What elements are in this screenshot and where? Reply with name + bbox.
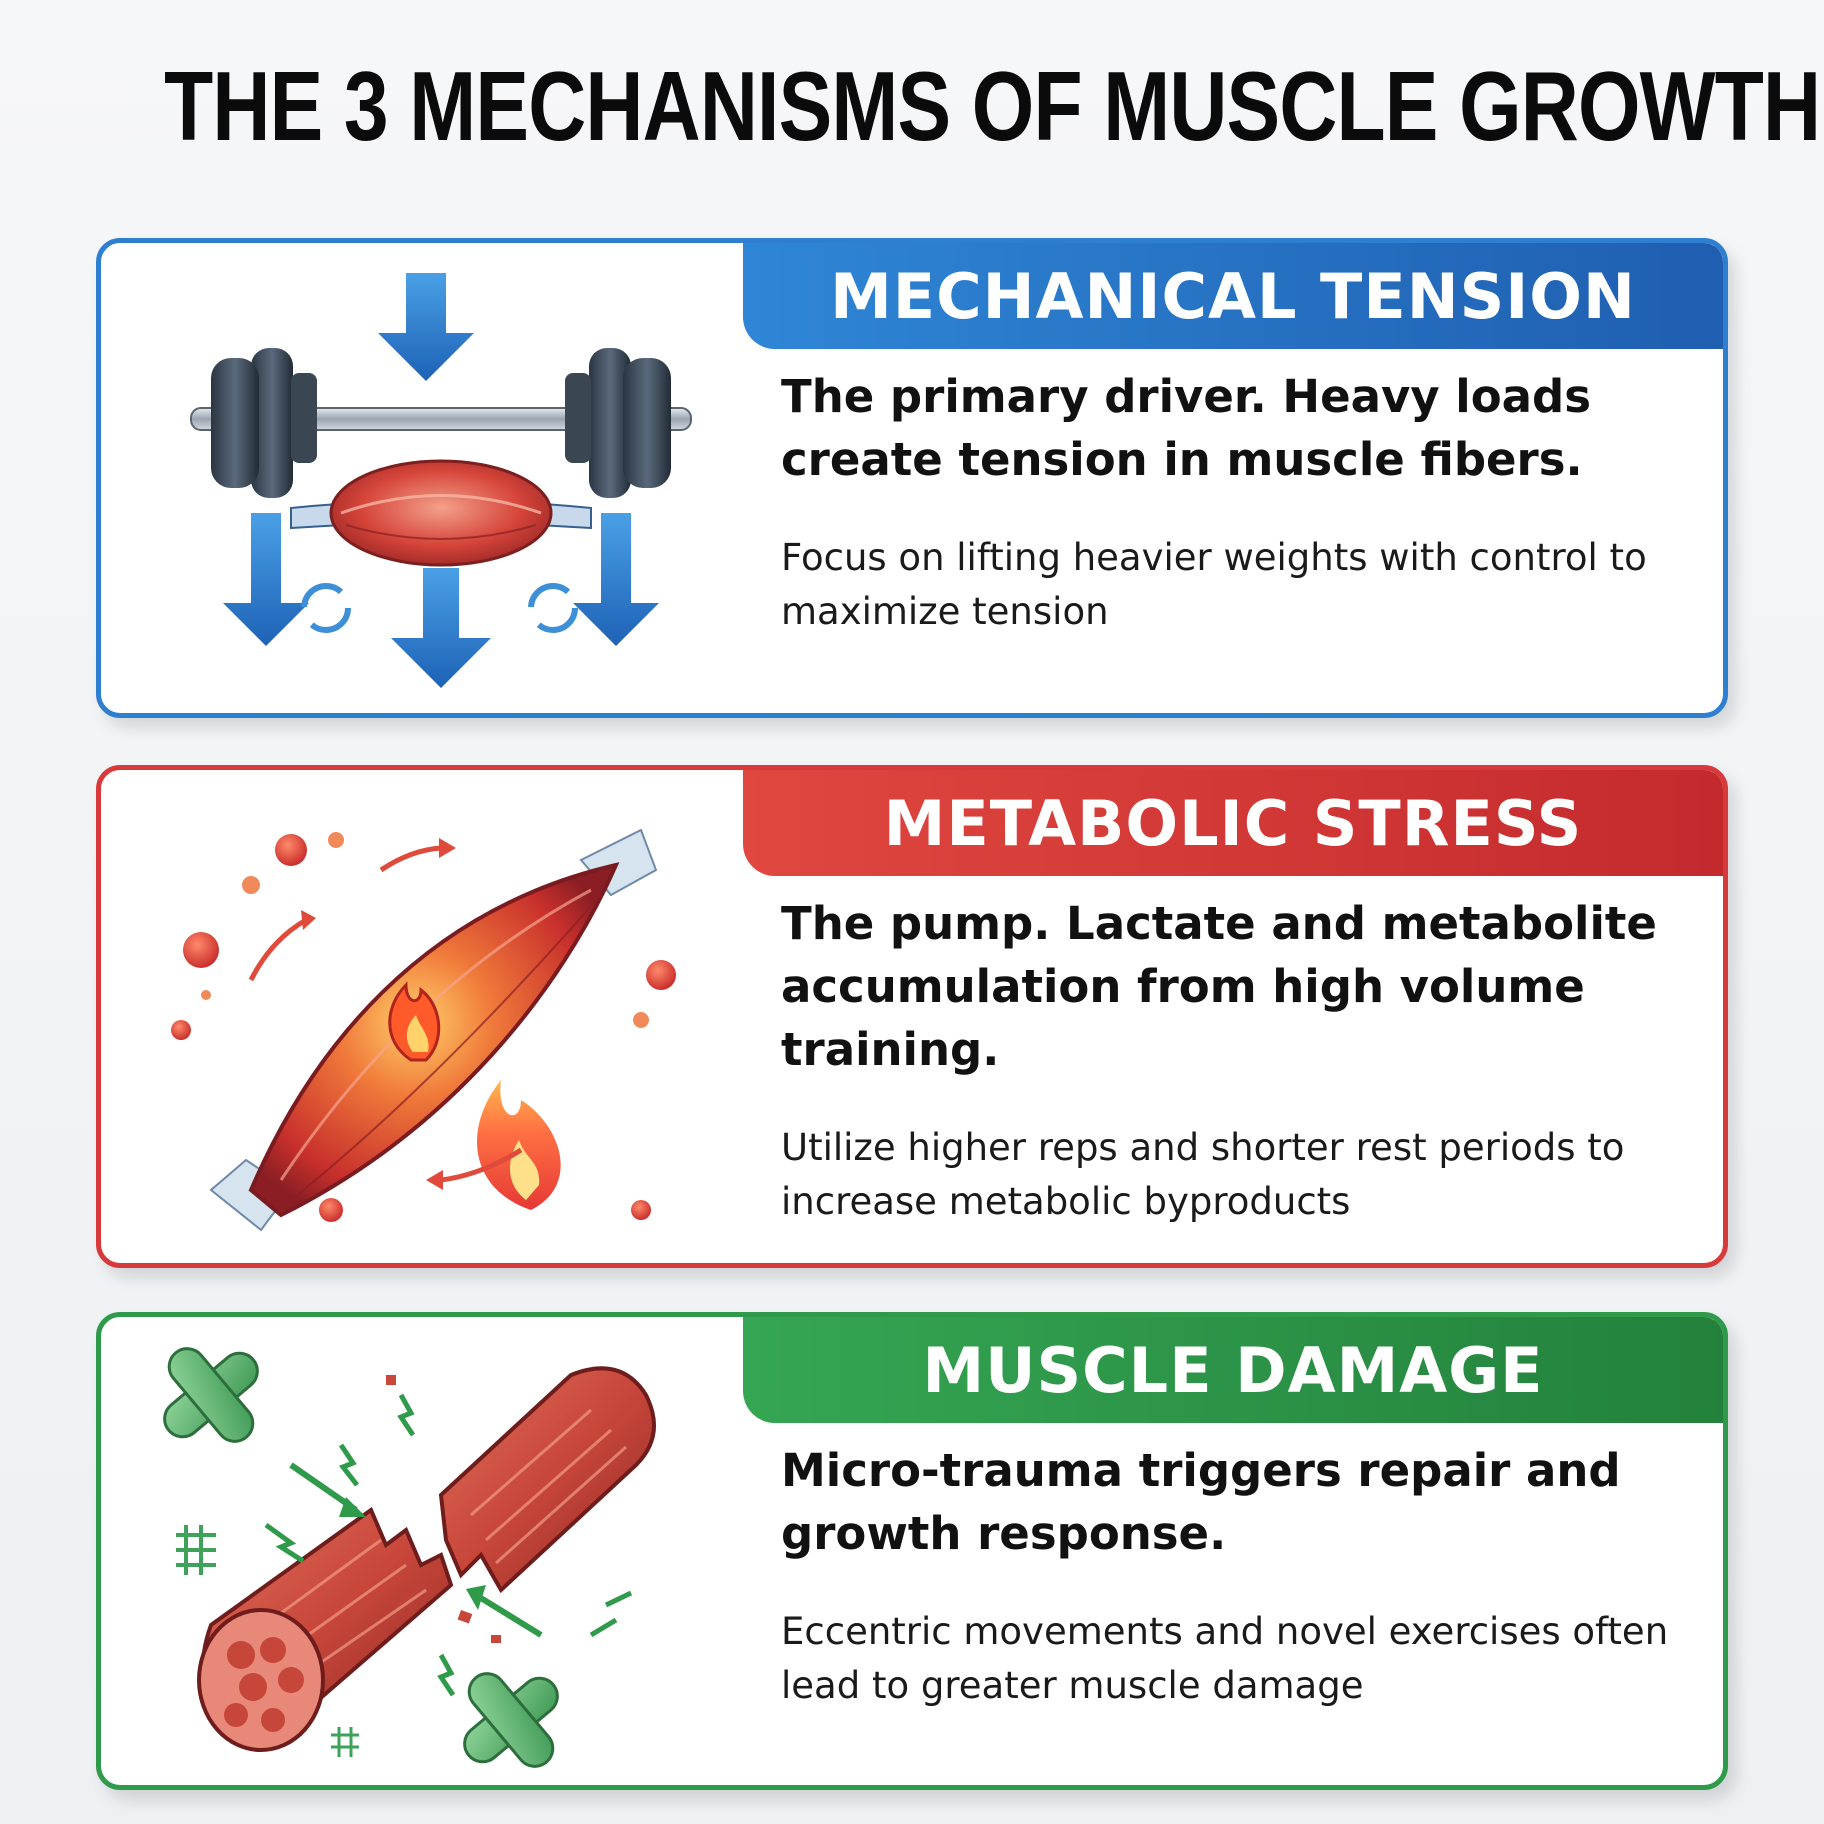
card-heading: MUSCLE DAMAGE (922, 1333, 1544, 1407)
card-body: Micro-trauma triggers repair and growth … (781, 1439, 1701, 1713)
card-sub-text: Focus on lifting heavier weights with co… (781, 536, 1647, 633)
page-title: THE 3 MECHANISMS OF MUSCLE GROWTH (164, 51, 1821, 161)
card-header: MUSCLE DAMAGE (743, 1317, 1723, 1423)
card-body: The pump. Lactate and metabolite accumul… (781, 892, 1701, 1229)
card-sub-text: Utilize higher reps and shorter rest per… (781, 1126, 1625, 1223)
card-main-text: The primary driver. Heavy loads create t… (781, 370, 1591, 486)
card-heading: MECHANICAL TENSION (830, 259, 1636, 333)
card-muscle-damage: MUSCLE DAMAGE (96, 1312, 1728, 1790)
torn-muscle-bandage-icon (163, 1347, 656, 1768)
card-header: MECHANICAL TENSION (743, 243, 1723, 349)
card-mechanical-tension: MECHANICAL TENSION (96, 238, 1728, 718)
card-metabolic-stress: METABOLIC STRESS (96, 765, 1728, 1268)
card-body: The primary driver. Heavy loads create t… (781, 365, 1701, 639)
muscle-fire-icon (171, 828, 676, 1232)
card-main-text: Micro-trauma triggers repair and growth … (781, 1444, 1621, 1560)
card-heading: METABOLIC STRESS (883, 786, 1583, 860)
barbell-muscle-icon (190, 273, 692, 688)
card-main-text: The pump. Lactate and metabolite accumul… (781, 897, 1657, 1076)
card-sub-text: Eccentric movements and novel exercises … (781, 1610, 1669, 1707)
card-header: METABOLIC STRESS (743, 770, 1723, 876)
